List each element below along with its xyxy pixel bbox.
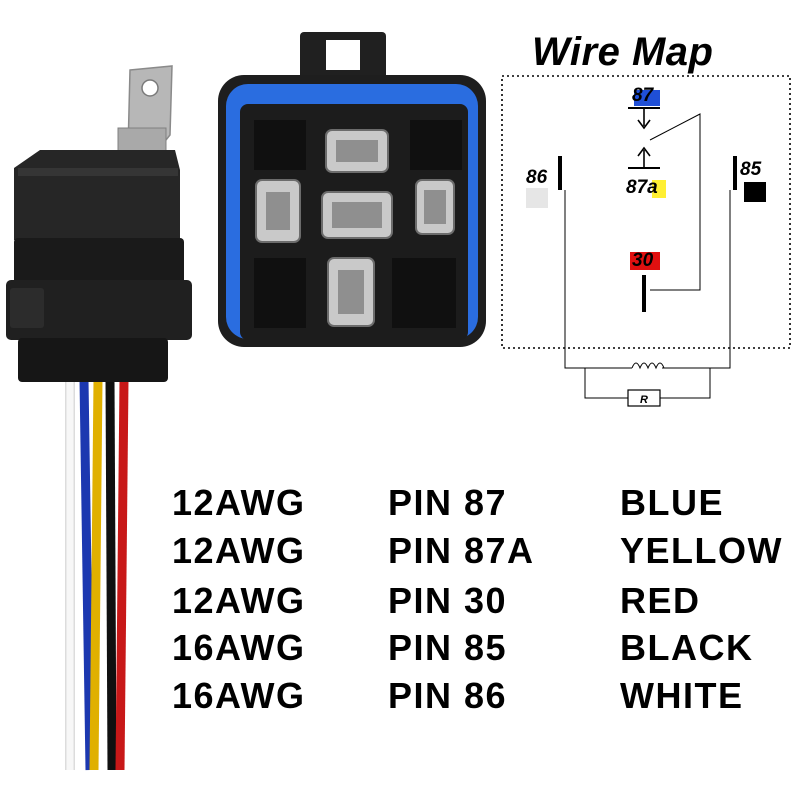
pin-30-label: 30 <box>632 250 654 271</box>
pin-85-color-swatch <box>744 182 766 202</box>
pin-30-color-swatch <box>630 252 660 270</box>
wire-map-title: Wire Map <box>532 30 714 74</box>
row-4-pin: PIN 85 <box>388 627 508 668</box>
row-5-pin: PIN 86 <box>388 675 508 716</box>
pin-86-label: 86 <box>526 167 548 188</box>
resistor-symbol <box>627 389 661 407</box>
coil-symbol <box>631 362 665 370</box>
pin-87a-terminal <box>628 146 660 169</box>
coil-wire-right <box>662 190 731 369</box>
row-3-color: RED <box>620 580 701 621</box>
coil-wire-left <box>564 190 632 369</box>
row-2-gauge: 12AWG <box>172 530 306 571</box>
mounting-bracket <box>117 65 173 153</box>
row-5-color: WHITE <box>620 675 744 716</box>
wire-bundle <box>65 379 129 771</box>
row-4-color: BLACK <box>620 627 754 668</box>
pin-86-color-swatch <box>526 188 548 208</box>
socket-front-view <box>218 32 486 347</box>
row-3-gauge: 12AWG <box>172 580 306 621</box>
pin-85-label: 85 <box>740 159 762 180</box>
row-5-gauge: 16AWG <box>172 675 306 716</box>
row-3-pin: PIN 30 <box>388 580 508 621</box>
pin-87-label: 87 <box>632 85 654 106</box>
row-1-pin: PIN 87 <box>388 482 508 523</box>
pin-87-terminal <box>628 107 660 130</box>
switch-arm <box>649 113 701 291</box>
row-1-gauge: 12AWG <box>172 482 306 523</box>
relay-body <box>6 150 192 382</box>
row-4-gauge: 16AWG <box>172 627 306 668</box>
pin-87-color-swatch <box>634 90 660 106</box>
row-1-color: BLUE <box>620 482 724 523</box>
pin-87a-label: 87a <box>626 177 658 198</box>
resistor-label: R <box>640 394 648 406</box>
row-2-pin: PIN 87A <box>388 530 535 571</box>
pin-87a-color-swatch <box>652 180 666 198</box>
row-2-color: YELLOW <box>620 530 783 571</box>
